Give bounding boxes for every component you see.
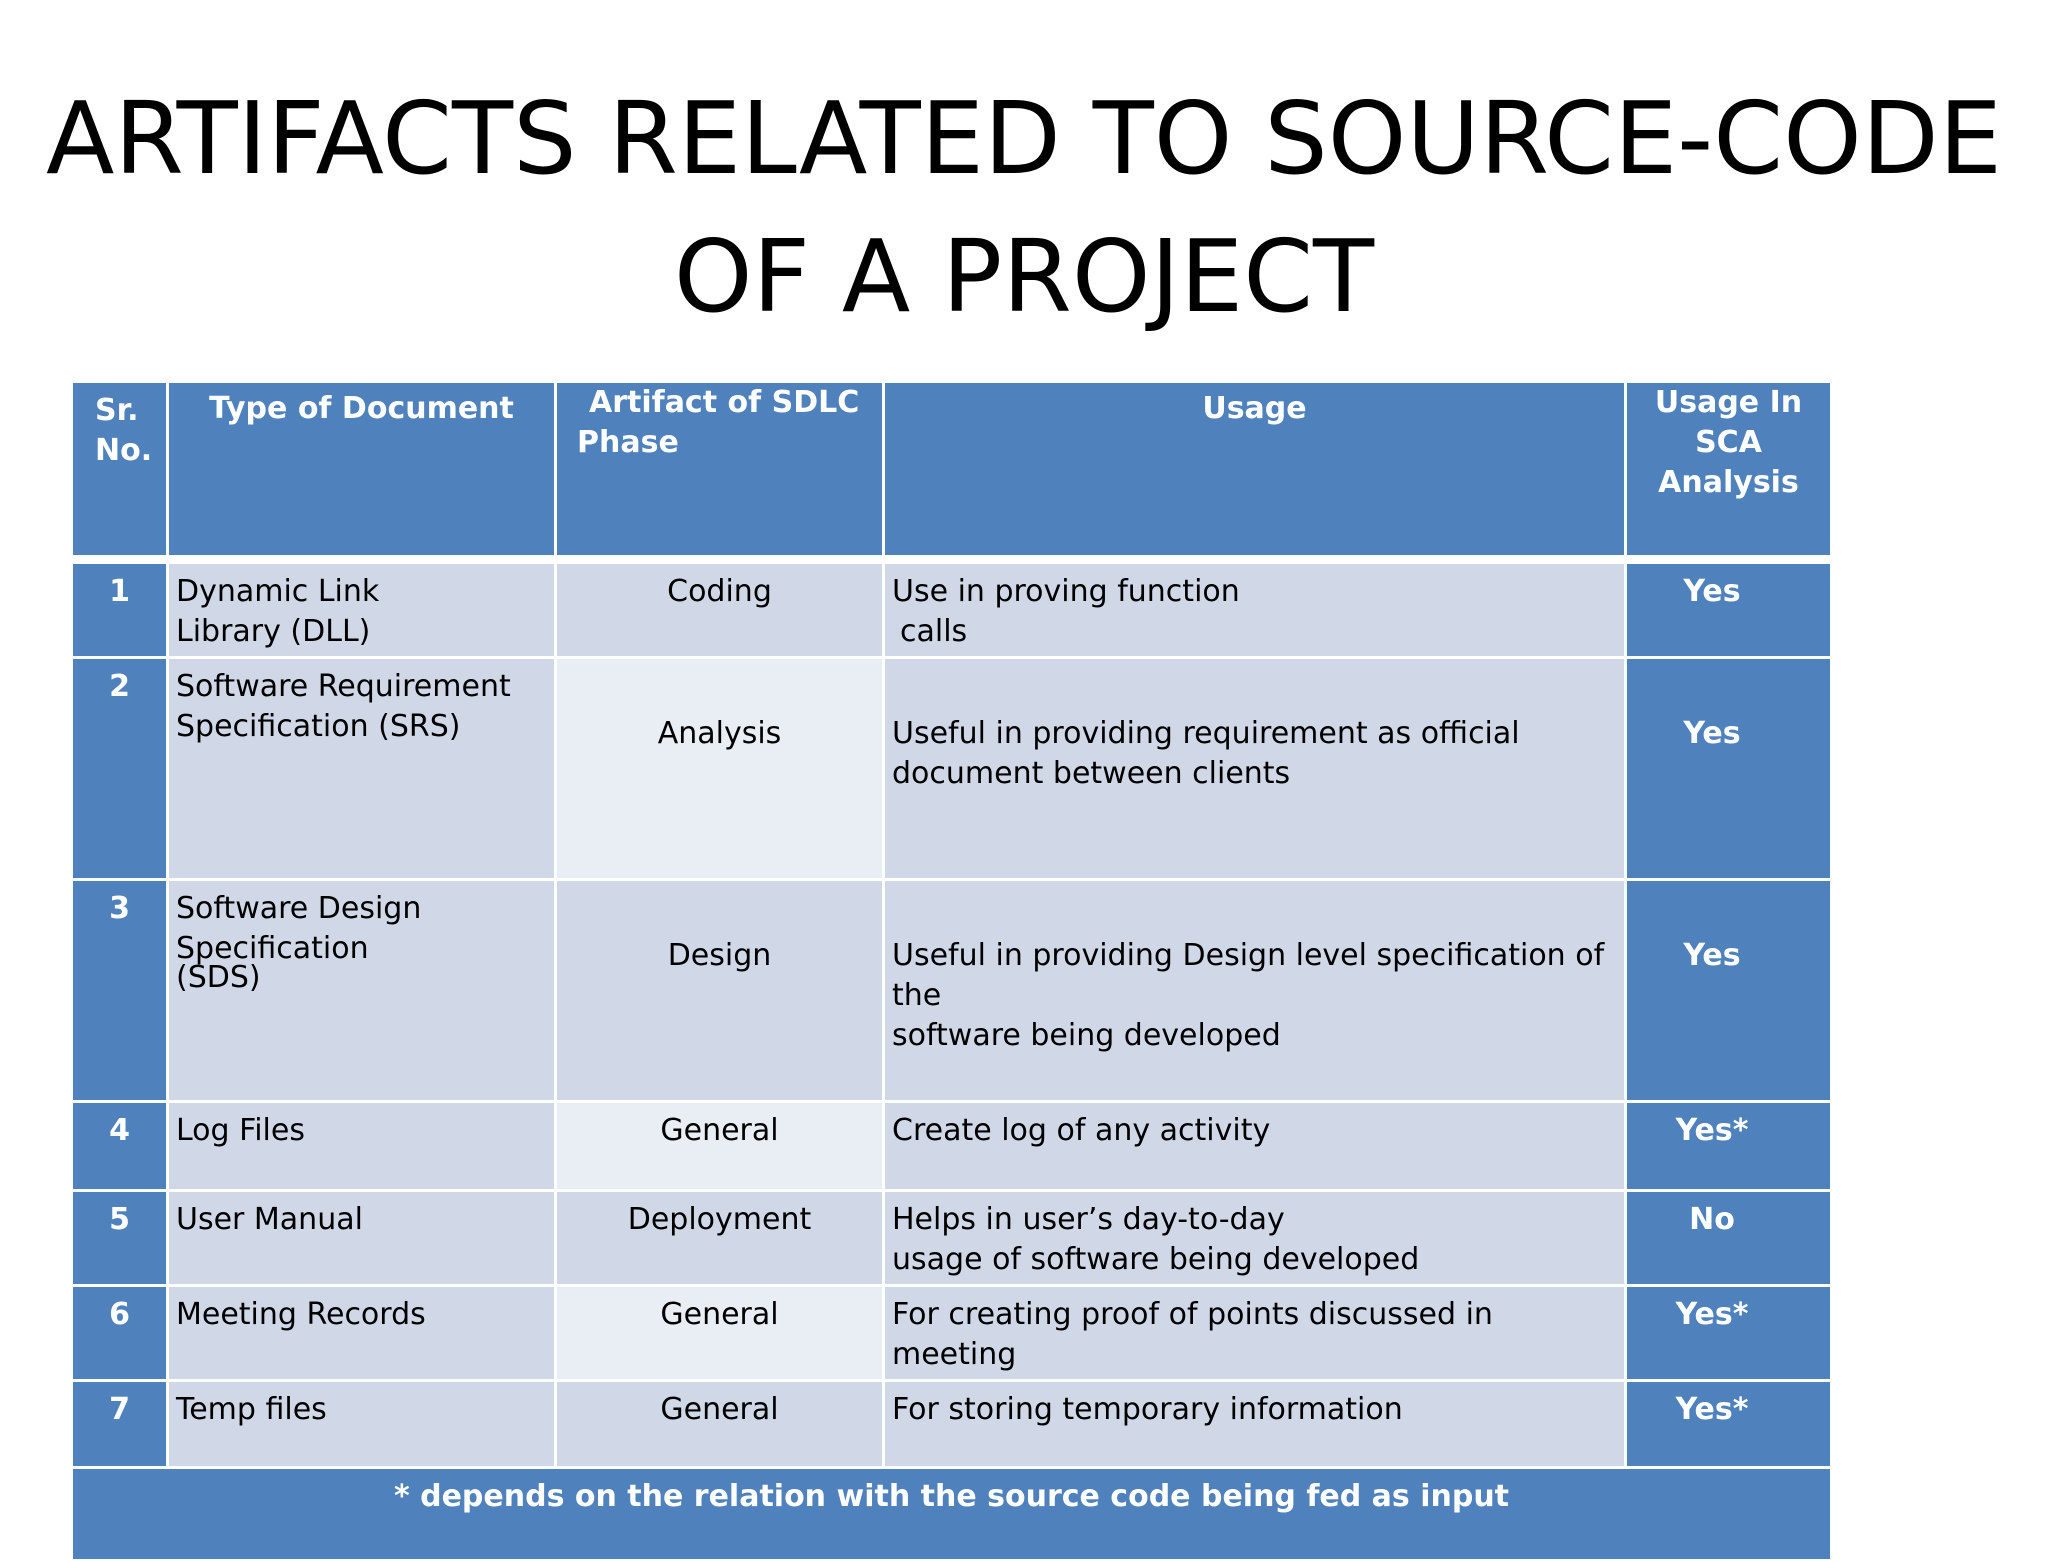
table-row: 7 Temp files General For storing tempora…	[70, 1379, 1833, 1469]
row-document-type: Software Requirement Specification (SRS)	[166, 656, 557, 881]
row-document-type: User Manual	[166, 1189, 557, 1287]
row-usage-line-2: document between clients	[892, 756, 1291, 791]
header-usage: Usage	[882, 380, 1627, 560]
table-header-row: Sr. No. Type of Document Artifact of SDL…	[70, 380, 1833, 560]
header-sr-no-line-2: No.	[95, 433, 153, 468]
header-sdlc-phase: Artifact of SDLC Phase	[554, 380, 885, 560]
row-number: 5	[70, 1189, 169, 1287]
header-sca-usage-line-2: Analysis	[1658, 465, 1799, 500]
row-number: 4	[70, 1100, 169, 1192]
table-row: 4 Log Files General Create log of any ac…	[70, 1100, 1833, 1192]
row-number: 3	[70, 878, 169, 1103]
row-sdlc-phase: General	[554, 1284, 885, 1382]
row-number: 6	[70, 1284, 169, 1382]
row-usage-line-2: software being developed	[892, 1018, 1281, 1053]
row-document-type: Log Files	[166, 1100, 557, 1192]
row-sca-usage: Yes*	[1624, 1284, 1833, 1382]
row-document-type-line-2: Specification	[176, 931, 369, 966]
row-sca-usage: Yes*	[1624, 1379, 1833, 1469]
table-row: 1 Dynamic Link Library (DLL) Coding Use …	[70, 561, 1833, 659]
row-usage-line-2: calls	[900, 614, 968, 649]
row-sca-usage: Yes	[1624, 561, 1833, 659]
slide-title-line-1: ARTIFACTS RELATED TO SOURCE-CODE	[45, 80, 2002, 197]
row-document-type-line-1: Software Requirement	[176, 669, 511, 704]
row-document-type: Dynamic Link Library (DLL)	[166, 561, 557, 659]
row-number: 7	[70, 1379, 169, 1469]
row-document-type-line-3: (SDS)	[176, 960, 261, 995]
row-sca-usage: Yes	[1624, 878, 1833, 1103]
row-usage: Helps in user’s day-to-day usage of soft…	[882, 1189, 1627, 1287]
row-usage-line-1: Helps in user’s day-to-day	[892, 1202, 1285, 1237]
table-row: 5 User Manual Deployment Helps in user’s…	[70, 1189, 1833, 1287]
header-sdlc-phase-line-1: Artifact of SDLC	[589, 385, 860, 420]
row-number: 2	[70, 656, 169, 881]
header-sca-usage-line-1: Usage In SCA	[1654, 385, 1803, 460]
row-document-type: Temp files	[166, 1379, 557, 1469]
table-row: 6 Meeting Records General For creating p…	[70, 1284, 1833, 1382]
row-sca-usage: Yes	[1624, 656, 1833, 881]
row-usage: For creating proof of points discussed i…	[882, 1284, 1627, 1382]
row-sdlc-phase: General	[554, 1379, 885, 1469]
row-document-type: Software Design Specification (SDS)	[166, 878, 557, 1103]
row-sdlc-phase: Deployment	[554, 1189, 885, 1287]
row-usage: Useful in providing Design level specifi…	[882, 878, 1627, 1103]
row-usage-line-1: Useful in providing Design level specifi…	[892, 938, 1605, 1013]
table-footnote: * depends on the relation with the sourc…	[70, 1466, 1833, 1562]
row-usage: Use in proving function calls	[882, 561, 1627, 659]
row-usage: Create log of any activity	[882, 1100, 1627, 1192]
row-usage-line-2: usage of software being developed	[892, 1242, 1420, 1277]
header-sdlc-phase-line-2: Phase	[577, 425, 679, 460]
slide-title-line-2: OF A PROJECT	[673, 218, 1375, 335]
row-document-type-line-2: Library (DLL)	[176, 614, 371, 649]
slide-title: ARTIFACTS RELATED TO SOURCE-CODE OF A PR…	[0, 70, 2048, 346]
row-number: 1	[70, 561, 169, 659]
table-row: 3 Software Design Specification (SDS) De…	[70, 878, 1833, 1103]
header-sca-usage: Usage In SCA Analysis	[1624, 380, 1833, 560]
row-document-type-line-1: Dynamic Link	[176, 574, 380, 609]
table-row: 2 Software Requirement Specification (SR…	[70, 656, 1833, 881]
row-sdlc-phase: Analysis	[554, 656, 885, 881]
row-document-type-line-2: Specification (SRS)	[176, 709, 461, 744]
header-sr-no-line-1: Sr.	[95, 393, 139, 428]
row-document-type-line-1: Software Design	[176, 891, 422, 926]
table-footnote-row: * depends on the relation with the sourc…	[70, 1466, 1833, 1562]
row-sca-usage: Yes*	[1624, 1100, 1833, 1192]
row-usage: Useful in providing requirement as offic…	[882, 656, 1627, 881]
row-document-type: Meeting Records	[166, 1284, 557, 1382]
row-sca-usage: No	[1624, 1189, 1833, 1287]
row-sdlc-phase: General	[554, 1100, 885, 1192]
row-usage-line-1: Use in proving function	[892, 574, 1240, 609]
header-sr-no: Sr. No.	[70, 380, 169, 560]
row-usage-line-1: Useful in providing requirement as offic…	[892, 716, 1520, 751]
header-type-of-document: Type of Document	[166, 380, 557, 560]
row-sdlc-phase: Coding	[554, 561, 885, 659]
row-sdlc-phase: Design	[554, 878, 885, 1103]
row-usage: For storing temporary information	[882, 1379, 1627, 1469]
artifacts-table: Sr. No. Type of Document Artifact of SDL…	[70, 380, 1833, 1562]
